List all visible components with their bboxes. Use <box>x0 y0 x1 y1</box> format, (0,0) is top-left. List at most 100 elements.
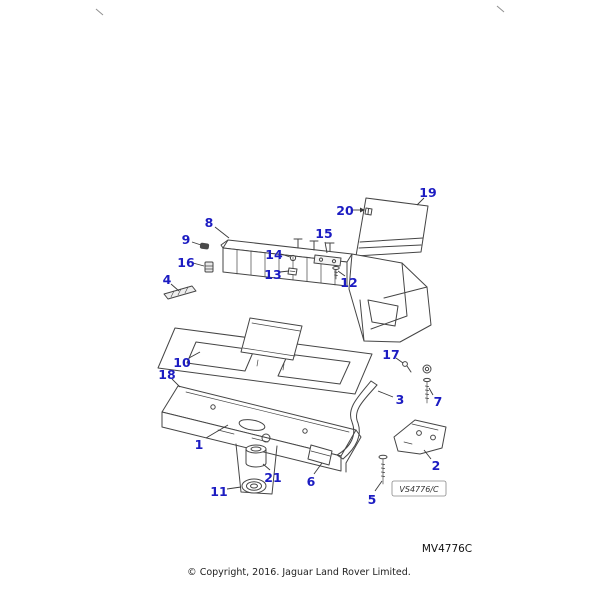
part-glass-panel <box>355 197 429 257</box>
callout-1: 1 <box>195 437 204 452</box>
callout-3: 3 <box>396 392 405 407</box>
part-detail <box>367 208 369 215</box>
part-studs <box>293 238 335 252</box>
callout-labels: 1 2 3 4 5 6 7 8 9 10 11 12 13 14 15 16 1… <box>158 185 442 507</box>
part-screw-12 <box>332 266 340 270</box>
part-opening-right <box>277 353 351 385</box>
leader-11 <box>226 486 242 490</box>
leader-17 <box>395 357 404 364</box>
part-outline <box>204 261 214 273</box>
part-detail <box>204 265 214 270</box>
part-detail <box>256 359 285 371</box>
part-clip-16 <box>204 261 214 273</box>
callout-4: 4 <box>163 272 172 287</box>
callout-19: 19 <box>419 185 436 200</box>
part-detail <box>345 429 362 473</box>
part-cutout <box>261 433 271 443</box>
part-outline <box>393 419 447 455</box>
leader-16 <box>192 262 205 267</box>
part-washer <box>422 364 432 374</box>
part-detail <box>403 423 439 445</box>
callout-18: 18 <box>158 367 175 382</box>
part-strap <box>336 380 378 460</box>
tick-mark <box>496 5 505 13</box>
callout-10: 10 <box>173 355 191 370</box>
leader-4 <box>170 283 180 292</box>
part-bracket-2 <box>393 419 447 455</box>
callout-2: 2 <box>432 458 441 473</box>
part-detail <box>242 322 301 357</box>
part-outline <box>342 384 378 460</box>
part-cutout <box>238 419 266 431</box>
part-cylinder-inner <box>250 446 262 452</box>
callout-13: 13 <box>264 267 281 282</box>
part-screw-head <box>423 377 431 383</box>
part-bolt-shaft <box>380 458 386 485</box>
part-frame <box>157 317 373 395</box>
leader-19 <box>416 197 425 206</box>
part-hatch <box>170 286 189 298</box>
figure-code: MV4776C <box>422 543 472 555</box>
registration-marks <box>95 5 505 16</box>
callout-16: 16 <box>177 255 195 270</box>
callout-17: 17 <box>382 347 399 362</box>
part-strip-4 <box>163 285 197 300</box>
callout-21: 21 <box>264 470 281 485</box>
leader-14 <box>280 253 291 258</box>
part-outline <box>307 444 333 466</box>
part-outline <box>402 361 408 367</box>
part-hole <box>331 259 337 264</box>
leader-2 <box>423 449 432 460</box>
callout-5: 5 <box>368 492 377 507</box>
part-detail <box>358 237 424 249</box>
part-centre-door <box>240 317 303 361</box>
part-detail <box>359 262 428 342</box>
part-mount-assembly <box>235 443 278 495</box>
part-screw-shaft <box>424 381 430 404</box>
part-bracket-6 <box>307 444 333 466</box>
part-cylinder-bottom <box>245 462 267 468</box>
part-detail <box>334 269 338 280</box>
leader-3 <box>377 390 394 398</box>
leader-13 <box>279 270 290 273</box>
part-detail <box>220 239 229 249</box>
leader-20-arrowhead <box>360 207 365 213</box>
tick-mark <box>95 8 104 16</box>
copyright-text: © Copyright, 2016. Jaguar Land Rover Lim… <box>187 567 411 578</box>
part-hole <box>416 430 422 436</box>
leader-15 <box>324 241 328 254</box>
leader-7 <box>428 387 434 396</box>
leader-10 <box>188 351 201 359</box>
callout-15: 15 <box>315 226 332 241</box>
part-grommet <box>241 478 267 494</box>
leader-9 <box>191 241 202 246</box>
part-detail <box>406 365 412 373</box>
part-fastener-cluster <box>287 254 342 280</box>
part-outline <box>222 247 348 287</box>
part-detail <box>185 391 350 433</box>
part-detail <box>310 450 331 457</box>
leader-5 <box>374 480 383 492</box>
leader-8 <box>214 226 230 239</box>
callout-8: 8 <box>205 215 214 230</box>
sheet-ref-box <box>391 480 447 497</box>
part-screw-17 <box>402 361 412 373</box>
annotations: VS4776/C MV4776C © Copyright, 2016. Jagu… <box>187 480 472 578</box>
part-detail <box>289 270 296 272</box>
part-outline <box>163 285 197 300</box>
sheet-ref-label: VS4776/C <box>399 485 439 494</box>
part-cylinder-top <box>245 444 267 454</box>
part-clip-20 <box>364 207 373 216</box>
leader-18 <box>171 378 181 388</box>
part-tray <box>161 385 362 473</box>
part-hole <box>302 428 308 434</box>
part-outline <box>336 380 372 456</box>
callout-12: 12 <box>340 275 357 290</box>
part-hole <box>430 434 436 441</box>
part-hole <box>318 257 324 262</box>
part-grommet-ring <box>246 481 262 491</box>
leader-21 <box>262 463 271 471</box>
diagram-art <box>157 197 447 495</box>
leader-lines <box>170 197 434 492</box>
